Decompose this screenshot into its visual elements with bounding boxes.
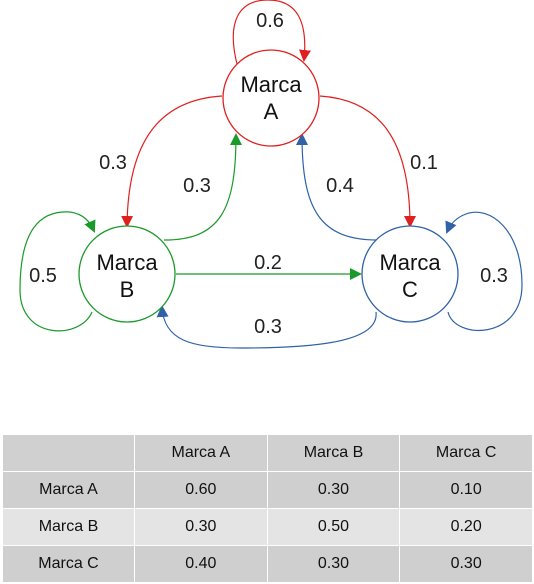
label-a-c: 0.1	[410, 152, 438, 174]
node-a-line1: Marca	[240, 72, 302, 97]
table-row: Marca C 0.40 0.30 0.30	[2, 545, 533, 583]
node-c-line1: Marca	[379, 250, 441, 275]
label-b-c: 0.2	[254, 252, 282, 274]
table-cell: 0.50	[266, 508, 401, 546]
label-b-b: 0.5	[29, 265, 57, 287]
table-header-cell: Marca B	[266, 434, 401, 472]
label-a-a: 0.6	[256, 10, 284, 32]
edge-c-a	[296, 133, 379, 241]
row-label: Marca B	[2, 508, 135, 546]
row-label: Marca A	[2, 471, 135, 509]
transition-matrix-table: Marca A Marca B Marca C Marca A 0.60 0.3…	[2, 434, 533, 583]
table-row: Marca B 0.30 0.50 0.20	[2, 508, 533, 546]
label-a-b: 0.3	[99, 152, 127, 174]
edge-a-a	[232, 0, 311, 69]
table-cell: 0.10	[399, 471, 533, 509]
label-c-a: 0.4	[326, 175, 354, 197]
table-header-row: Marca A Marca B Marca C	[2, 434, 533, 472]
node-marca-a: Marca A	[222, 49, 320, 147]
table-cell: 0.60	[134, 471, 268, 509]
edge-b-b	[19, 211, 96, 332]
table-cell: 0.30	[134, 508, 268, 546]
edge-b-a	[163, 133, 242, 241]
edge-a-b	[121, 95, 223, 228]
table-cell: 0.20	[399, 508, 533, 546]
table-header-cell: Marca C	[399, 434, 533, 472]
label-c-b: 0.3	[254, 316, 282, 338]
table-cell: 0.30	[266, 471, 401, 509]
table-header-corner	[2, 434, 135, 472]
node-b-line1: Marca	[96, 250, 158, 275]
row-label: Marca C	[2, 545, 135, 583]
table-cell: 0.30	[266, 545, 401, 583]
node-marca-c: Marca C	[361, 225, 459, 323]
node-c-line2: C	[402, 277, 418, 302]
label-b-a: 0.3	[183, 175, 211, 197]
edge-c-c	[445, 211, 523, 331]
table-row: Marca A 0.60 0.30 0.10	[2, 471, 533, 509]
node-marca-b: Marca B	[78, 225, 176, 323]
edge-a-c	[319, 95, 416, 228]
markov-diagram: Marca A Marca B Marca C 0.6 0.3 0.1 0.3 …	[19, 0, 523, 349]
table-cell: 0.40	[134, 545, 268, 583]
edge-c-b	[156, 305, 377, 349]
table-cell: 0.30	[399, 545, 533, 583]
label-c-c: 0.3	[480, 265, 508, 287]
node-a-line2: A	[264, 99, 279, 124]
node-b-line2: B	[120, 277, 135, 302]
table-header-cell: Marca A	[134, 434, 268, 472]
